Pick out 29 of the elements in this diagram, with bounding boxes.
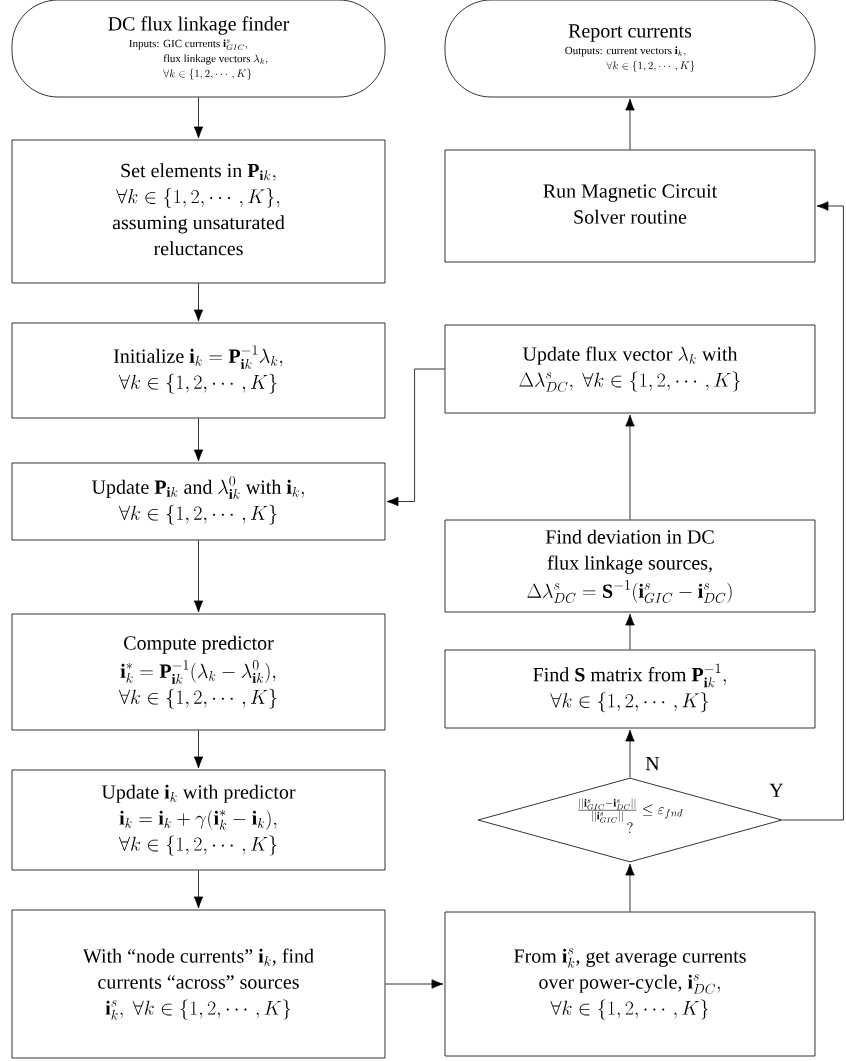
process-box: $\begin{gathered}\text{From }\mathbf{i}^s_k\text{, get average currents}\\\text{over power-cycle, }\mathbf{i}^s_{DC},\\\forall k\in\{1,2,\cdots,K\}\end{gathered}$ [444, 911, 816, 1057]
edge-label: N [644, 756, 661, 772]
process-box: $\begin{gathered}\text{Find deviation in DC}\\\text{flux linkage sources,}\\\Delta\lambda^s_{DC}=\mathbf{S}^{-1}(\mathbf{i}^s_{GIC}-\mathbf{i}^s_{DC})\end{gathered}$ [444, 519, 816, 613]
arrow [193, 283, 204, 322]
arrow [385, 979, 444, 989]
arrow [193, 540, 204, 613]
process-box: $\begin{gathered}\text{Update }\mathbf{P}_{\mathbf{i}k}\text{ and }\lambda^0_{\mathbf{i}k}\text{ with }\mathbf{i}_k,\\\forall k\in\{1,2,\cdots,K\}\end{gathered}$ [11, 462, 386, 541]
arrow [193, 870, 204, 909]
terminal-box: $\text{DC flux linkage finder}$ $\begin{aligned}\text{Inputs: }&\text{GIC currents }\mathbf{i}^s_{GIC},\\&\text{flux linkage vectors }\lambda_k,\\&\forall k\in\{1,2,\cdots,K\}\end{aligned}$ [11, 0, 386, 98]
arrow [193, 97, 204, 139]
arrow [193, 418, 204, 462]
process-box: $\begin{gathered}\text{Set elements in }\mathbf{P}_{\mathbf{i}k},\\\forall k\in\{1,2,\cdots,K\},\\\text{assuming unsaturated}\\\text{reluctances}\end{gathered}$ [11, 139, 386, 284]
process-box: $\begin{gathered}\text{Initialize }\mathbf{i}_k=\mathbf{P}_{\mathbf{i}k}^{-1}\lambda_k,\\\forall k\in\{1,2,\cdots,K\}\end{gathered}$ [11, 322, 386, 419]
process-box: $\begin{gathered}\text{Update }\mathbf{i}_k\text{ with predictor}\\\mathbf{i}_k=\mathbf{i}_k+\gamma(\mathbf{i}^*_k-\mathbf{i}_k),\\\forall k\in\{1,2,\cdots,K\}\end{gathered}$ [11, 769, 386, 871]
process-box: $\begin{gathered}\text{Compute predictor}\\\mathbf{i}^*_k=\mathbf{P}_{\mathbf{i}k}^{-1}(\lambda_k-\lambda^0_{\mathbf{i}k}),\\\forall k\in\{1,2,\cdots,K\}\end{gathered}$ [11, 613, 386, 731]
arrow [625, 613, 635, 650]
arrow [625, 863, 635, 912]
process-box: $\begin{gathered}\text{Run Magnetic Circuit}\\\text{Solver routine}\end{gathered}$ [444, 149, 816, 263]
process-box: $\begin{gathered}\text{With “node currents” }\mathbf{i}_k\text{, find}\\\text{currents “across” sources}\\\mathbf{i}^s_k,\ \forall k\in\{1,2,\cdots,K\}\end{gathered}$ [11, 909, 386, 1059]
arrow [386, 368, 445, 507]
arrow [782, 201, 844, 821]
arrow [193, 730, 204, 769]
process-box: $\begin{gathered}\text{Find }\mathbf{S}\text{ matrix from }\mathbf{P}_{\mathbf{i}k}^{-1},\\\forall k\in\{1,2,\cdots,K\}\end{gathered}$ [444, 649, 816, 729]
edge-label: Y [768, 782, 785, 798]
arrow [625, 98, 635, 150]
process-box: $\begin{gathered}\text{Update flux vector }\lambda_k\text{ with}\\\Delta\lambda^s_{DC},\ \forall k\in\{1,2,\cdots,K\}\end{gathered}$ [444, 324, 816, 414]
arrow [625, 414, 635, 520]
terminal-box: $\text{Report currents}$ $\begin{aligned}\text{Outputs: }&\text{current vectors }\mathbf{i}_k,\\&\forall k\in\{1,2,\cdots,K\}\end{aligned}$ [444, 0, 816, 98]
arrow [625, 729, 635, 778]
